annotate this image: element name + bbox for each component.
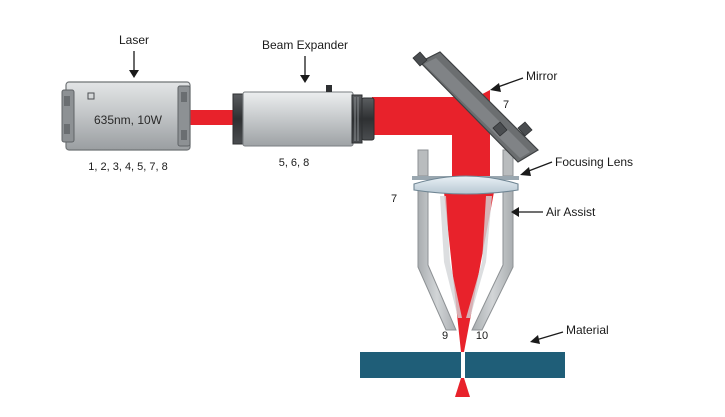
focusing-lens-ref: 7 <box>391 193 397 205</box>
mirror-label: Mirror <box>526 69 557 83</box>
laser-spec-label: 635nm, 10W <box>94 113 163 127</box>
indicator-icon <box>87 92 95 100</box>
mirror-pointer-arrow-icon <box>490 77 524 92</box>
air-assist-pointer-arrow-icon <box>511 207 543 217</box>
air-assist-label: Air Assist <box>546 205 596 219</box>
focusing-lens-label: Focusing Lens <box>555 155 633 169</box>
focusing-lens <box>412 175 519 195</box>
material-label: Material <box>566 323 609 337</box>
material-left <box>360 352 461 378</box>
laser-refs: 1, 2, 3, 4, 5, 7, 8 <box>88 161 168 173</box>
laser-unit: 635nm, 10W <box>61 81 191 151</box>
material-ref-left: 9 <box>442 330 448 342</box>
laser-label: Laser <box>119 33 149 47</box>
beam-expander-pointer-arrow-icon <box>300 56 310 83</box>
beam-expander-refs: 5, 6, 8 <box>279 157 310 169</box>
beam-expander-label: Beam Expander <box>262 38 348 52</box>
expander-knob-icon <box>326 85 332 92</box>
focusing-lens-pointer-arrow-icon <box>520 161 553 176</box>
material-plate <box>360 352 565 378</box>
mirror <box>412 51 539 163</box>
beam-segment-laser <box>188 110 238 125</box>
mirror-ref: 7 <box>503 99 509 111</box>
material-ref-right: 10 <box>476 330 488 342</box>
beam-exit <box>455 378 470 397</box>
beam-expander-unit <box>232 85 375 147</box>
material-right <box>465 352 565 378</box>
material-pointer-arrow-icon <box>530 331 564 344</box>
laser-pointer-arrow-icon <box>129 51 139 78</box>
beam-cone-focused <box>444 192 494 352</box>
